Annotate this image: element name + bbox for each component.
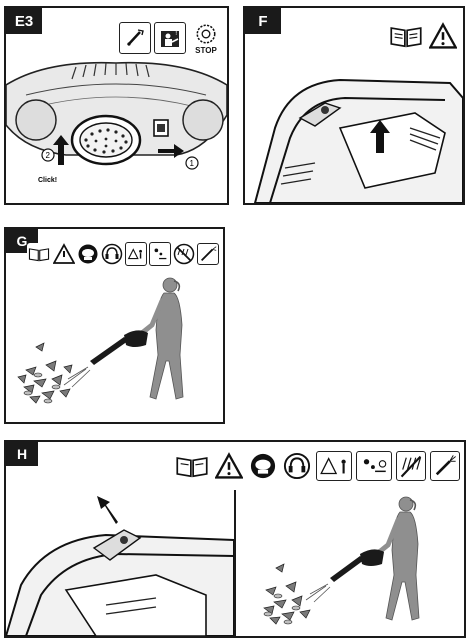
warning-triangle-icon [53,243,75,265]
nozzle-icon [197,243,219,265]
step-2-number: 2 [46,151,51,160]
warning-triangle-icon [427,21,459,51]
f-illustration [245,58,463,203]
keep-bystanders-away-icon [316,451,352,481]
panel-g-header: G [6,229,223,277]
panel-f: F [243,6,465,205]
panel-g-icons [27,242,219,266]
no-rain-icon [396,451,426,481]
step-1-number: 1 [190,159,195,168]
stop-wheel-icon: STOP [189,18,223,58]
h-right-illustration [236,490,464,636]
svg-text:!: ! [175,30,177,37]
operator-with-blower-icon: ! [154,22,186,54]
h-left-illustration [6,490,236,636]
panel-e3-header: E3 ! STOP [6,8,227,58]
panel-e3-label: E3 [6,8,42,34]
panel-h-icons [174,451,460,481]
ear-protection-icon [282,451,312,481]
face-mask-icon [77,243,99,265]
ear-protection-icon [101,243,123,265]
flying-debris-icon [356,451,392,481]
g-illustration [6,275,223,422]
stop-text: STOP [195,45,217,55]
flying-debris-icon [149,242,171,266]
manual-book-icon [174,451,210,481]
manual-book-icon [27,243,51,265]
manual-book-icon [388,22,424,50]
panel-e3-icons: ! STOP [119,18,223,58]
nozzle-icon [430,451,460,481]
panel-f-header: F [245,8,463,60]
panel-f-icons [388,21,459,51]
panel-e3: E3 ! STOP [4,6,229,205]
panel-f-label: F [245,8,281,34]
panel-h-label: H [6,442,38,466]
tool-no-nozzle-icon [119,22,151,54]
no-rain-icon [173,243,195,265]
keep-bystanders-away-icon [125,242,147,266]
panel-h-header: H [6,442,464,492]
panel-h: H [4,440,466,638]
click-text: Click! [38,177,57,184]
panel-g: G [4,227,225,424]
e3-illustration: 1 2 Click! [6,55,227,203]
warning-triangle-icon [214,451,244,481]
face-mask-icon [248,451,278,481]
